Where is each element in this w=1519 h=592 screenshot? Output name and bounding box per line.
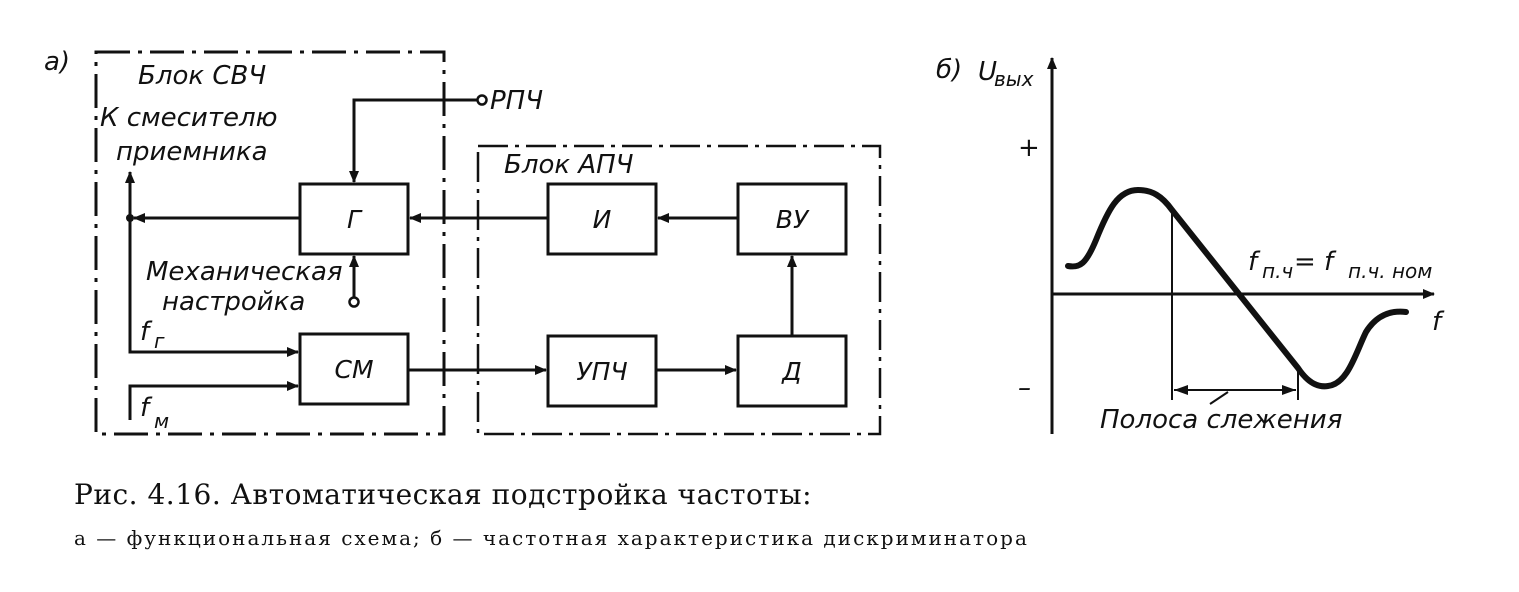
- panel-b-label: б): [936, 55, 962, 85]
- output-label-line1: К смесителю: [100, 103, 277, 133]
- fm-input-line: [128, 381, 299, 420]
- mech-label-line1: Механическая: [146, 257, 343, 287]
- rpch-terminal: [476, 94, 488, 106]
- fg-feed-line: [128, 218, 299, 357]
- microwave-block-outline: [94, 50, 446, 436]
- band-arrow-left-head: [1174, 385, 1188, 395]
- detector-block: [736, 334, 848, 408]
- integrator-label: И: [593, 205, 612, 234]
- plus-sign: +: [1018, 133, 1040, 163]
- rpch-line: [349, 98, 478, 183]
- panel-b-discriminator-characteristic: б) U вых f + – Полоса слежения f п.ч = f…: [936, 55, 1445, 435]
- afc-block-outline: [476, 144, 882, 436]
- generator-block: [298, 182, 410, 256]
- band-leader: [1209, 391, 1229, 405]
- panel-a-label: а): [44, 47, 70, 77]
- mech-tuning-terminal: [348, 296, 360, 308]
- freq-eq-rhs-sub: п.ч. ном: [1348, 259, 1432, 283]
- figure-caption-title: Рис. 4.16. Автоматическая подстройка час…: [74, 478, 813, 511]
- freq-eq-mid: = f: [1294, 247, 1337, 277]
- fm-subscript: м: [154, 409, 169, 433]
- integrator-block: [546, 182, 658, 256]
- mixer-label: СМ: [334, 355, 373, 384]
- tracking-band-label: Полоса слежения: [1100, 405, 1342, 435]
- generator-label: Г: [347, 205, 363, 234]
- discriminator-curve: [1065, 187, 1409, 390]
- band-arrow-right-head: [1282, 385, 1296, 395]
- x-axis-label: f: [1432, 307, 1445, 337]
- rpch-label: РПЧ: [490, 86, 543, 116]
- afc-block-title: Блок АПЧ: [504, 150, 634, 180]
- figure-caption-description: а — функциональная схема; б — частотная …: [74, 526, 1029, 550]
- if-amp-label: УПЧ: [576, 357, 627, 386]
- fg-subscript: г: [154, 329, 165, 353]
- y-axis-subscript: вых: [994, 67, 1034, 91]
- minus-sign: –: [1018, 373, 1031, 403]
- output-amp-block: [736, 182, 848, 256]
- mech-label-line2: настройка: [162, 287, 305, 317]
- freq-eq-lhs: f: [1248, 247, 1261, 277]
- fm-label: f: [140, 393, 153, 423]
- freq-eq-lhs-sub: п.ч: [1262, 259, 1293, 283]
- detector-label: Д: [781, 357, 802, 386]
- fg-label: f: [140, 317, 153, 347]
- output-label-line2: приемника: [116, 137, 268, 167]
- y-axis-label: U: [978, 57, 997, 87]
- panel-a-functional-diagram: а) Блок СВЧ К смесителю приемника Блок А…: [44, 47, 882, 436]
- microwave-block-title: Блок СВЧ: [138, 61, 266, 91]
- output-amp-label: ВУ: [776, 205, 810, 234]
